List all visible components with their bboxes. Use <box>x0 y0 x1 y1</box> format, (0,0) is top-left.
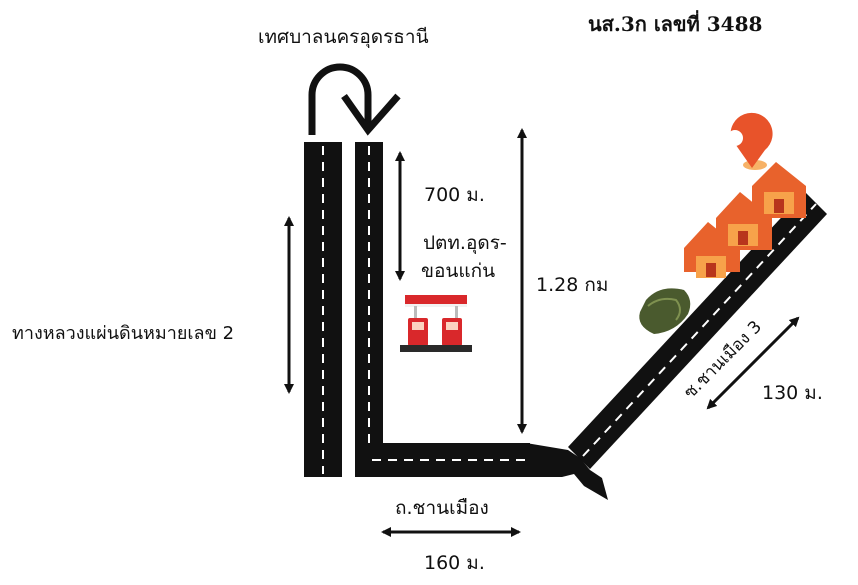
tree-icon <box>639 288 691 334</box>
document-number: นส.3ก เลขที่ 3488 <box>588 12 763 36</box>
distance-1280m-label: 1.28 กม <box>536 274 609 296</box>
distance-160m-label: 160 ม. <box>424 552 485 574</box>
u-turn-icon <box>308 63 401 136</box>
location-pin-icon <box>727 112 773 170</box>
gas-station-label-line1: ปตท.อุดร- <box>423 232 507 254</box>
municipality-label: เทศบาลนครอุดรธานี <box>258 26 429 48</box>
highway-right-road <box>355 142 383 477</box>
gas-station-label-line2: ขอนแก่น <box>421 260 496 282</box>
gas-station-icon <box>400 295 472 352</box>
distance-130m-label: 130 ม. <box>762 382 823 404</box>
highway-left-road <box>304 142 342 477</box>
street-road <box>355 443 608 500</box>
soi-road <box>568 192 827 469</box>
house-icon <box>684 162 806 278</box>
highway-label: ทางหลวงแผ่นดินหมายเลข 2 <box>12 323 235 344</box>
distance-130m-arrow <box>706 316 800 410</box>
street-label: ถ.ชานเมือง <box>395 497 489 519</box>
distance-700m-label: 700 ม. <box>424 184 485 206</box>
